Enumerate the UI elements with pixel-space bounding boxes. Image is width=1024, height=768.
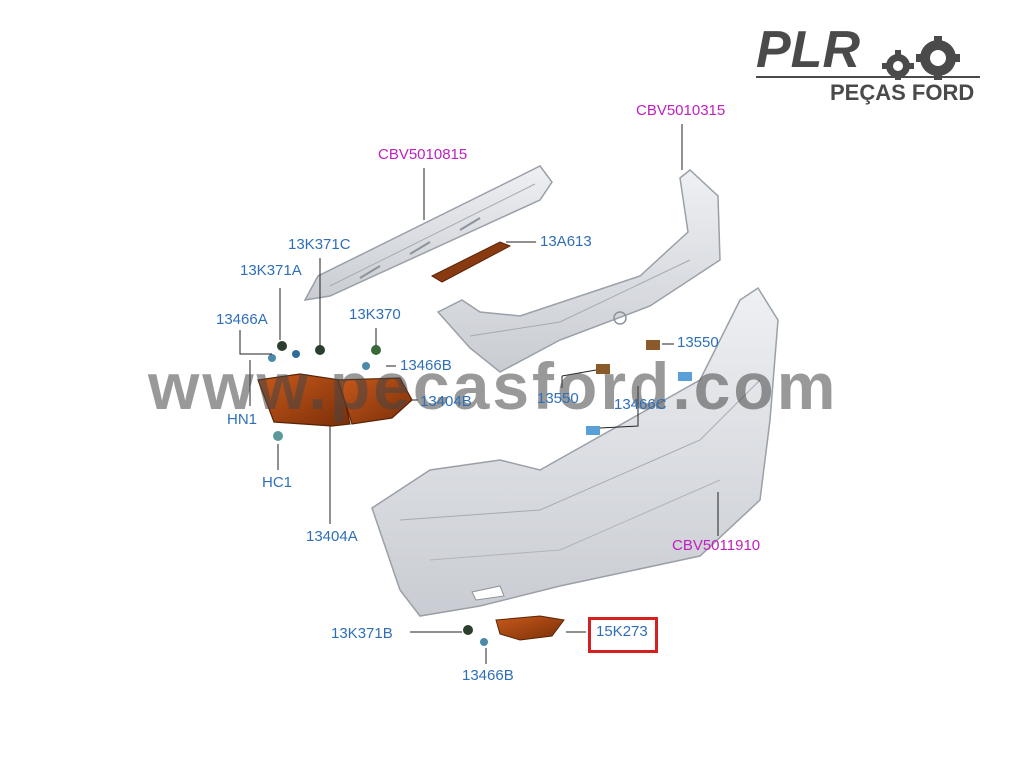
leader-lines <box>239 124 719 664</box>
callout-13404a: 13404A <box>306 528 358 545</box>
callout-15k273: 15K273 <box>596 623 648 640</box>
highlight-box-15k273 <box>588 617 658 653</box>
logo-brand: PLR <box>756 21 860 79</box>
callout-13k370: 13K370 <box>349 306 401 323</box>
callout-13a613: 13A613 <box>540 233 592 250</box>
callout-cbv5011910: CBV5011910 <box>672 537 761 554</box>
tail-lamp-right-part <box>337 377 413 425</box>
rear-spoiler-part <box>303 165 553 301</box>
callout-13k371b: 13K371B <box>331 625 393 642</box>
callout-hn1: HN1 <box>227 411 258 428</box>
callout-13466b-bottom: 13466B <box>462 667 514 684</box>
reflector-part <box>495 615 565 641</box>
callout-13k371c: 13K371C <box>288 236 351 253</box>
callout-hc1: HC1 <box>262 474 293 491</box>
license-lamp-bar-part <box>430 241 512 283</box>
callout-13k371a: 13K371A <box>240 262 302 279</box>
callout-13466a: 13466A <box>216 311 268 328</box>
logo-rule <box>756 76 980 78</box>
logo-subtitle: PEÇAS FORD <box>830 80 975 105</box>
callout-13550-left: 13550 <box>537 390 579 407</box>
callout-cbv5010815: CBV5010815 <box>378 146 468 163</box>
callout-13466b-top: 13466B <box>400 357 452 374</box>
gears-icon <box>882 36 960 80</box>
tailgate-panel-part <box>436 169 721 373</box>
callout-13404b: 13404B <box>420 393 472 410</box>
watermark: www.pecasford.com <box>148 349 839 423</box>
fasteners <box>268 340 692 646</box>
tail-lamp-left-part <box>257 373 351 427</box>
callout-cbv5010315: CBV5010315 <box>636 102 726 119</box>
rear-bumper-part <box>371 286 779 617</box>
callout-13550-right: 13550 <box>677 334 719 351</box>
callout-13466c: 13466C <box>614 396 667 413</box>
